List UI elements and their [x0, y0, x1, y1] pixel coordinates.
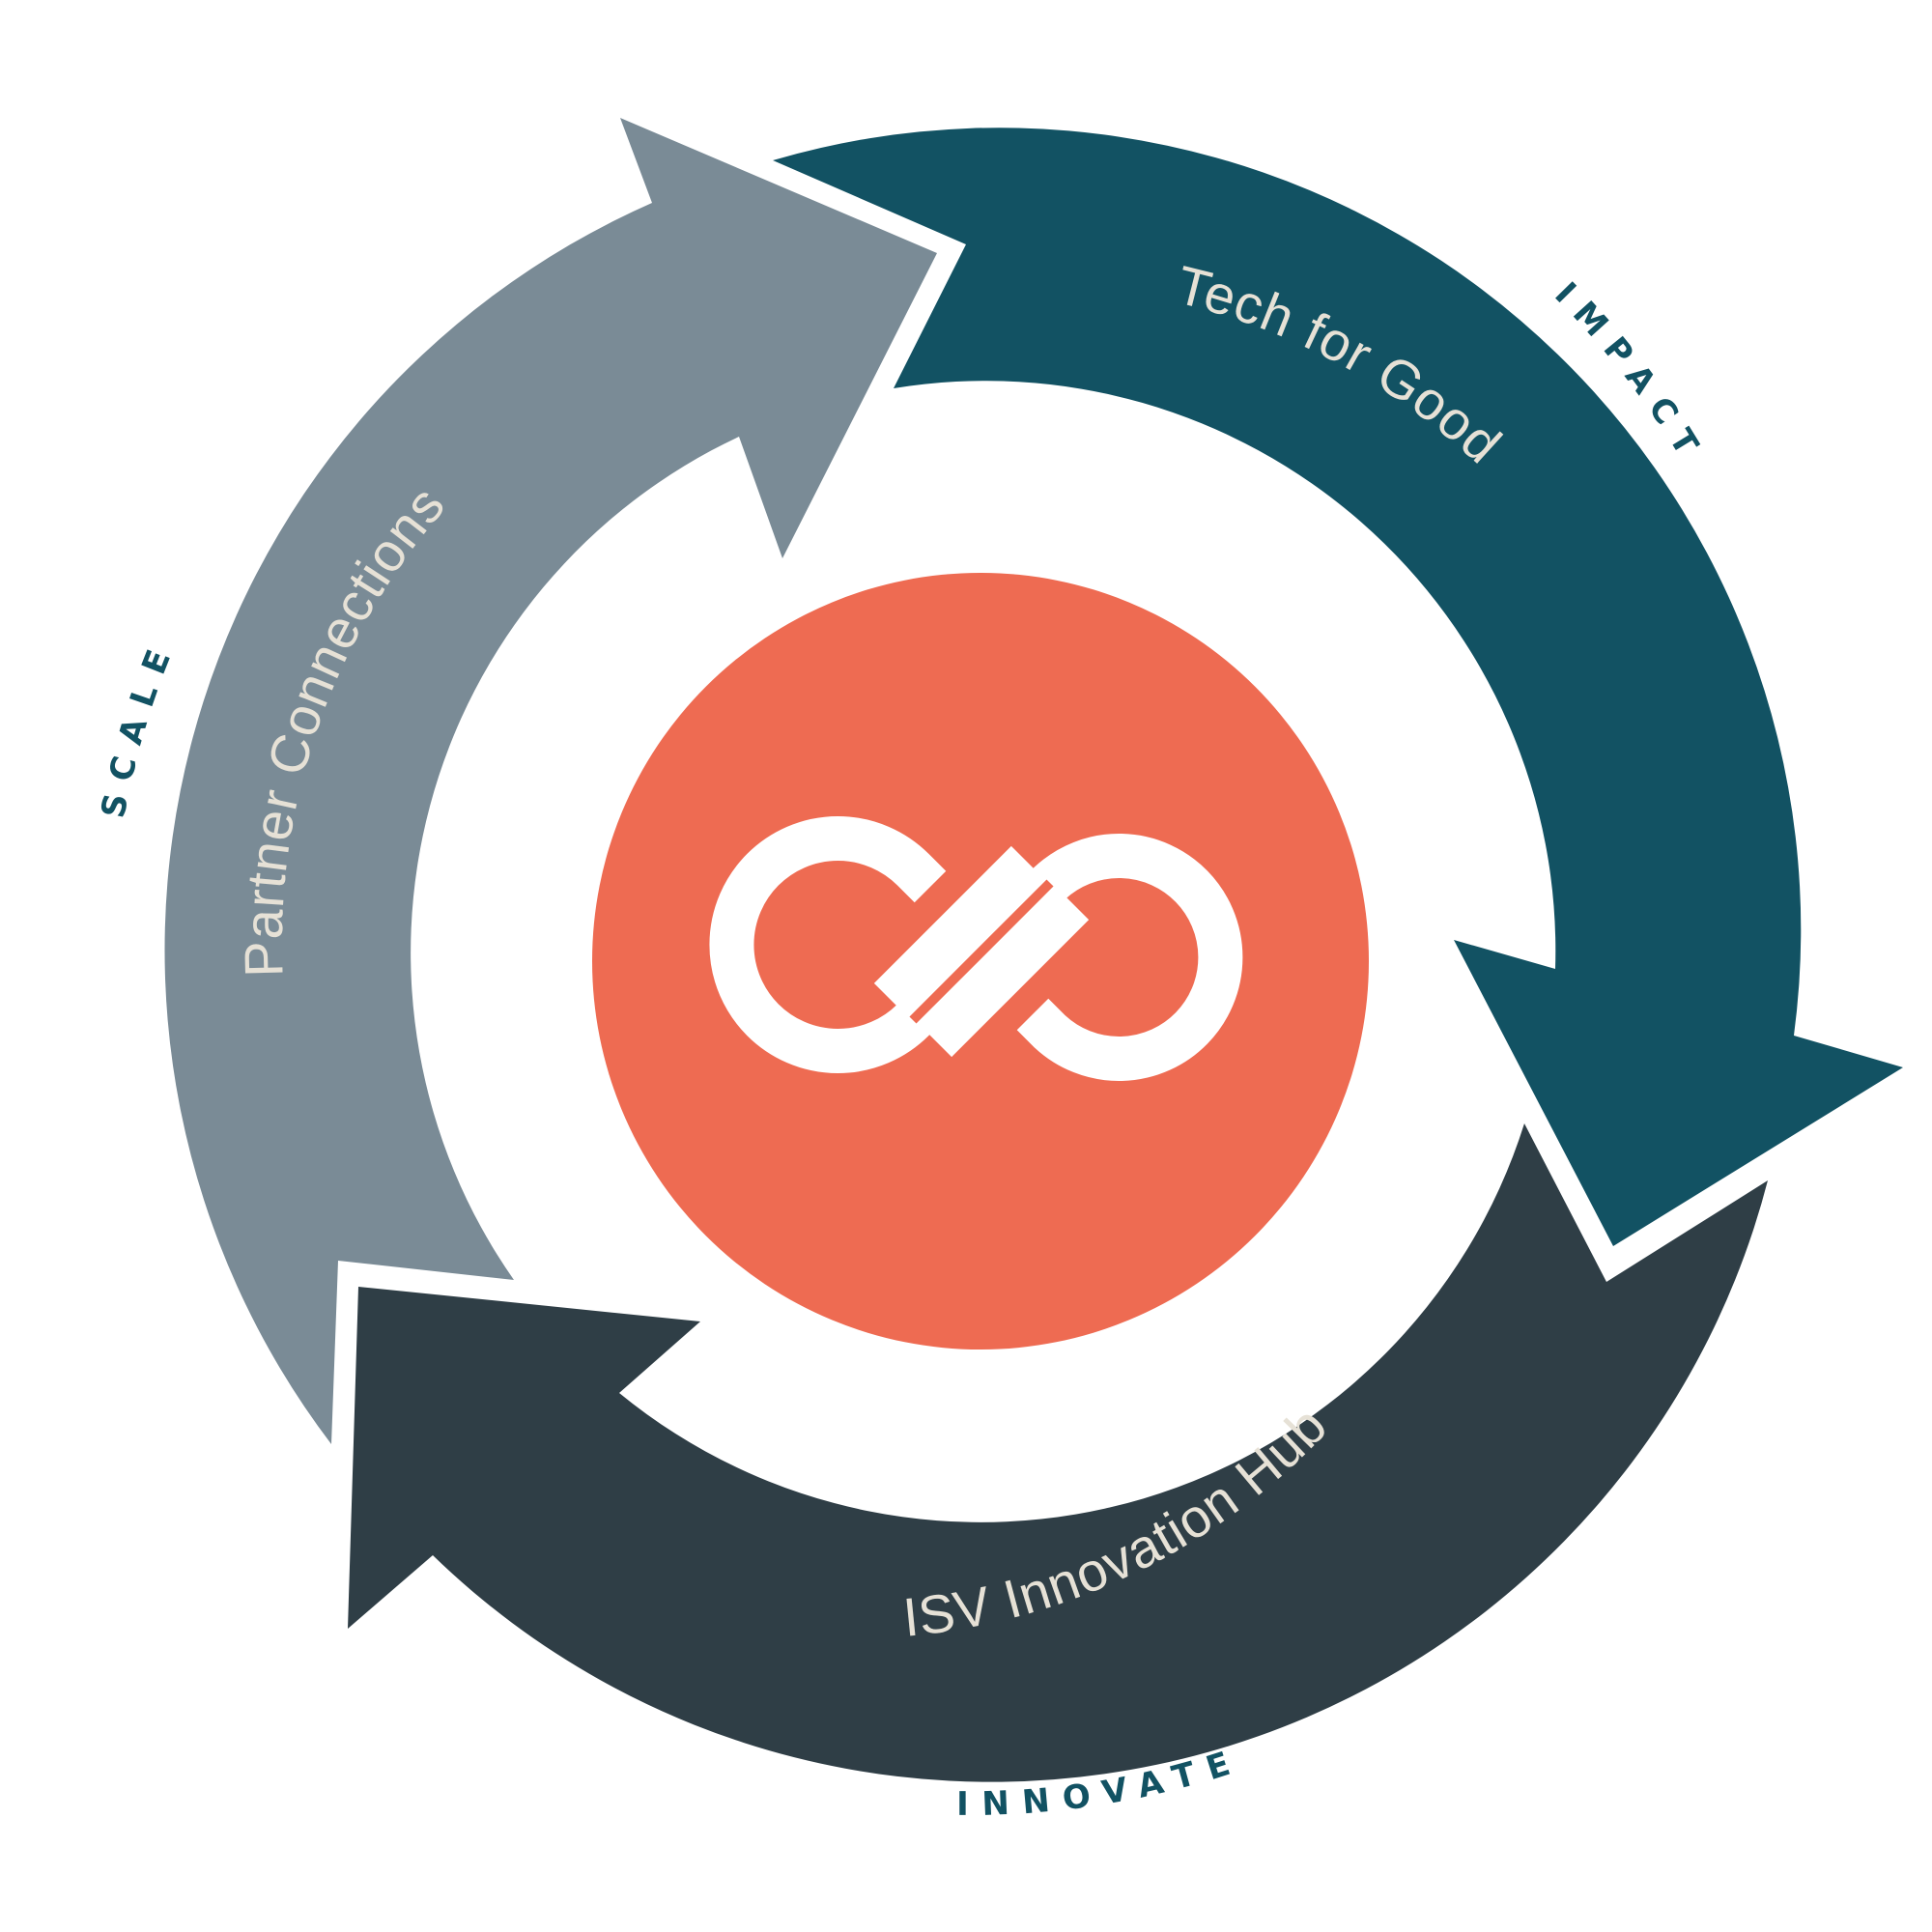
- isv-innovation-hub-arrow: [348, 1123, 1768, 1782]
- scale-stage-label: SCALE: [94, 632, 184, 821]
- tech-for-good-arrow: [773, 128, 1903, 1246]
- infinity-link-icon: [709, 816, 1243, 1081]
- partner-connections-arrow: [164, 118, 937, 1444]
